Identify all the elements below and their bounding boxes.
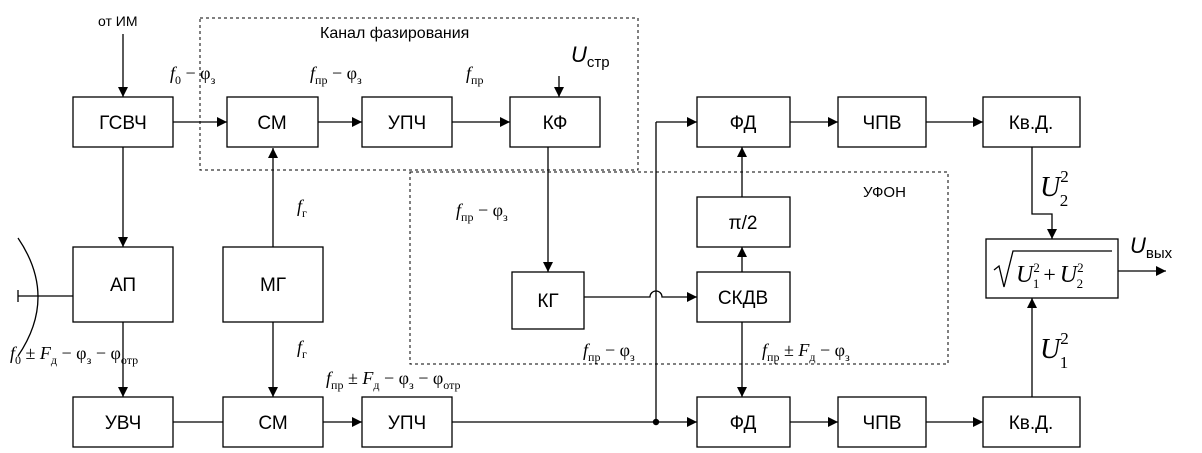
u-out-label: Uвых bbox=[1130, 233, 1173, 262]
svg-text:Кв.Д.: Кв.Д. bbox=[1009, 413, 1054, 434]
block-gsvch: ГСВЧ bbox=[72, 96, 174, 148]
signal-fpr-phi3-bottom: fпр − φз bbox=[583, 340, 635, 364]
block-chpv-bottom: ЧПВ bbox=[837, 396, 927, 448]
ufon-title: УФОН bbox=[863, 184, 906, 201]
radical-sign bbox=[993, 250, 1112, 288]
block-skdv: СКДВ bbox=[696, 271, 791, 323]
signal-fg-upper: fг bbox=[297, 196, 307, 220]
signal-fpr-phi3-top: fпр − φз bbox=[310, 63, 362, 87]
svg-text:ГСВЧ: ГСВЧ bbox=[99, 113, 147, 134]
block-cm-top: СМ bbox=[226, 96, 319, 148]
svg-text:СКДВ: СКДВ bbox=[718, 288, 768, 309]
svg-text:СМ: СМ bbox=[258, 413, 287, 434]
u-str-label: Uстр bbox=[571, 42, 610, 71]
block-fd-bottom: ФД bbox=[696, 396, 791, 448]
block-kg: КГ bbox=[511, 271, 585, 330]
block-ap: АП bbox=[72, 246, 174, 323]
svg-text:ФД: ФД bbox=[730, 113, 757, 134]
from-im-label: от ИМ bbox=[98, 13, 138, 29]
signal-fpr-phi3-ufon: fпр − φз bbox=[456, 200, 508, 224]
svg-text:СМ: СМ bbox=[257, 113, 286, 134]
svg-text:КГ: КГ bbox=[537, 291, 558, 312]
signal-fg-lower: fг bbox=[297, 337, 307, 361]
signal-f0-phi3: f0 − φз bbox=[170, 63, 216, 87]
block-fd-top: ФД bbox=[696, 96, 791, 148]
svg-text:УВЧ: УВЧ bbox=[105, 413, 142, 434]
phasing-channel-region bbox=[199, 17, 639, 171]
block-kf: КФ bbox=[509, 96, 601, 148]
signal-fpr-fd-phi3: fпр ± Fд − φз bbox=[762, 340, 850, 364]
block-upch-top: УПЧ bbox=[361, 96, 453, 148]
svg-text:УПЧ: УПЧ bbox=[388, 413, 426, 434]
svg-text:π/2: π/2 bbox=[729, 213, 758, 234]
svg-text:Кв.Д.: Кв.Д. bbox=[1009, 113, 1054, 134]
block-cm-bottom: СМ bbox=[222, 396, 324, 448]
svg-text:ФД: ФД bbox=[730, 413, 757, 434]
ufon-region bbox=[409, 171, 949, 365]
svg-text:УПЧ: УПЧ bbox=[388, 113, 426, 134]
wire-kg-skdv bbox=[584, 290, 697, 302]
svg-text:ЧПВ: ЧПВ bbox=[863, 113, 902, 134]
wire-kvd-top-sqrt bbox=[1031, 147, 1057, 239]
block-uvch: УВЧ bbox=[72, 396, 174, 448]
svg-text:АП: АП bbox=[110, 275, 136, 296]
phasing-channel-title: Канал фазирования bbox=[320, 25, 469, 42]
signal-fpr: fпр bbox=[466, 63, 483, 87]
svg-text:КФ: КФ bbox=[543, 113, 568, 134]
block-mg: МГ bbox=[222, 246, 324, 323]
block-pi2: π/2 bbox=[696, 196, 791, 248]
signal-fpr-full: fпр ± Fд − φз − φотр bbox=[326, 368, 461, 392]
svg-text:МГ: МГ bbox=[260, 275, 286, 296]
antenna-reflector bbox=[17, 237, 39, 357]
signal-f0-full: f0 ± Fд − φз − φотр bbox=[10, 343, 138, 367]
svg-text:ЧПВ: ЧПВ bbox=[863, 413, 902, 434]
block-kvd-top: Кв.Д. bbox=[982, 96, 1081, 148]
block-chpv-top: ЧПВ bbox=[837, 96, 927, 148]
block-upch-bottom: УПЧ bbox=[361, 396, 453, 448]
block-kvd-bottom: Кв.Д. bbox=[982, 396, 1081, 448]
